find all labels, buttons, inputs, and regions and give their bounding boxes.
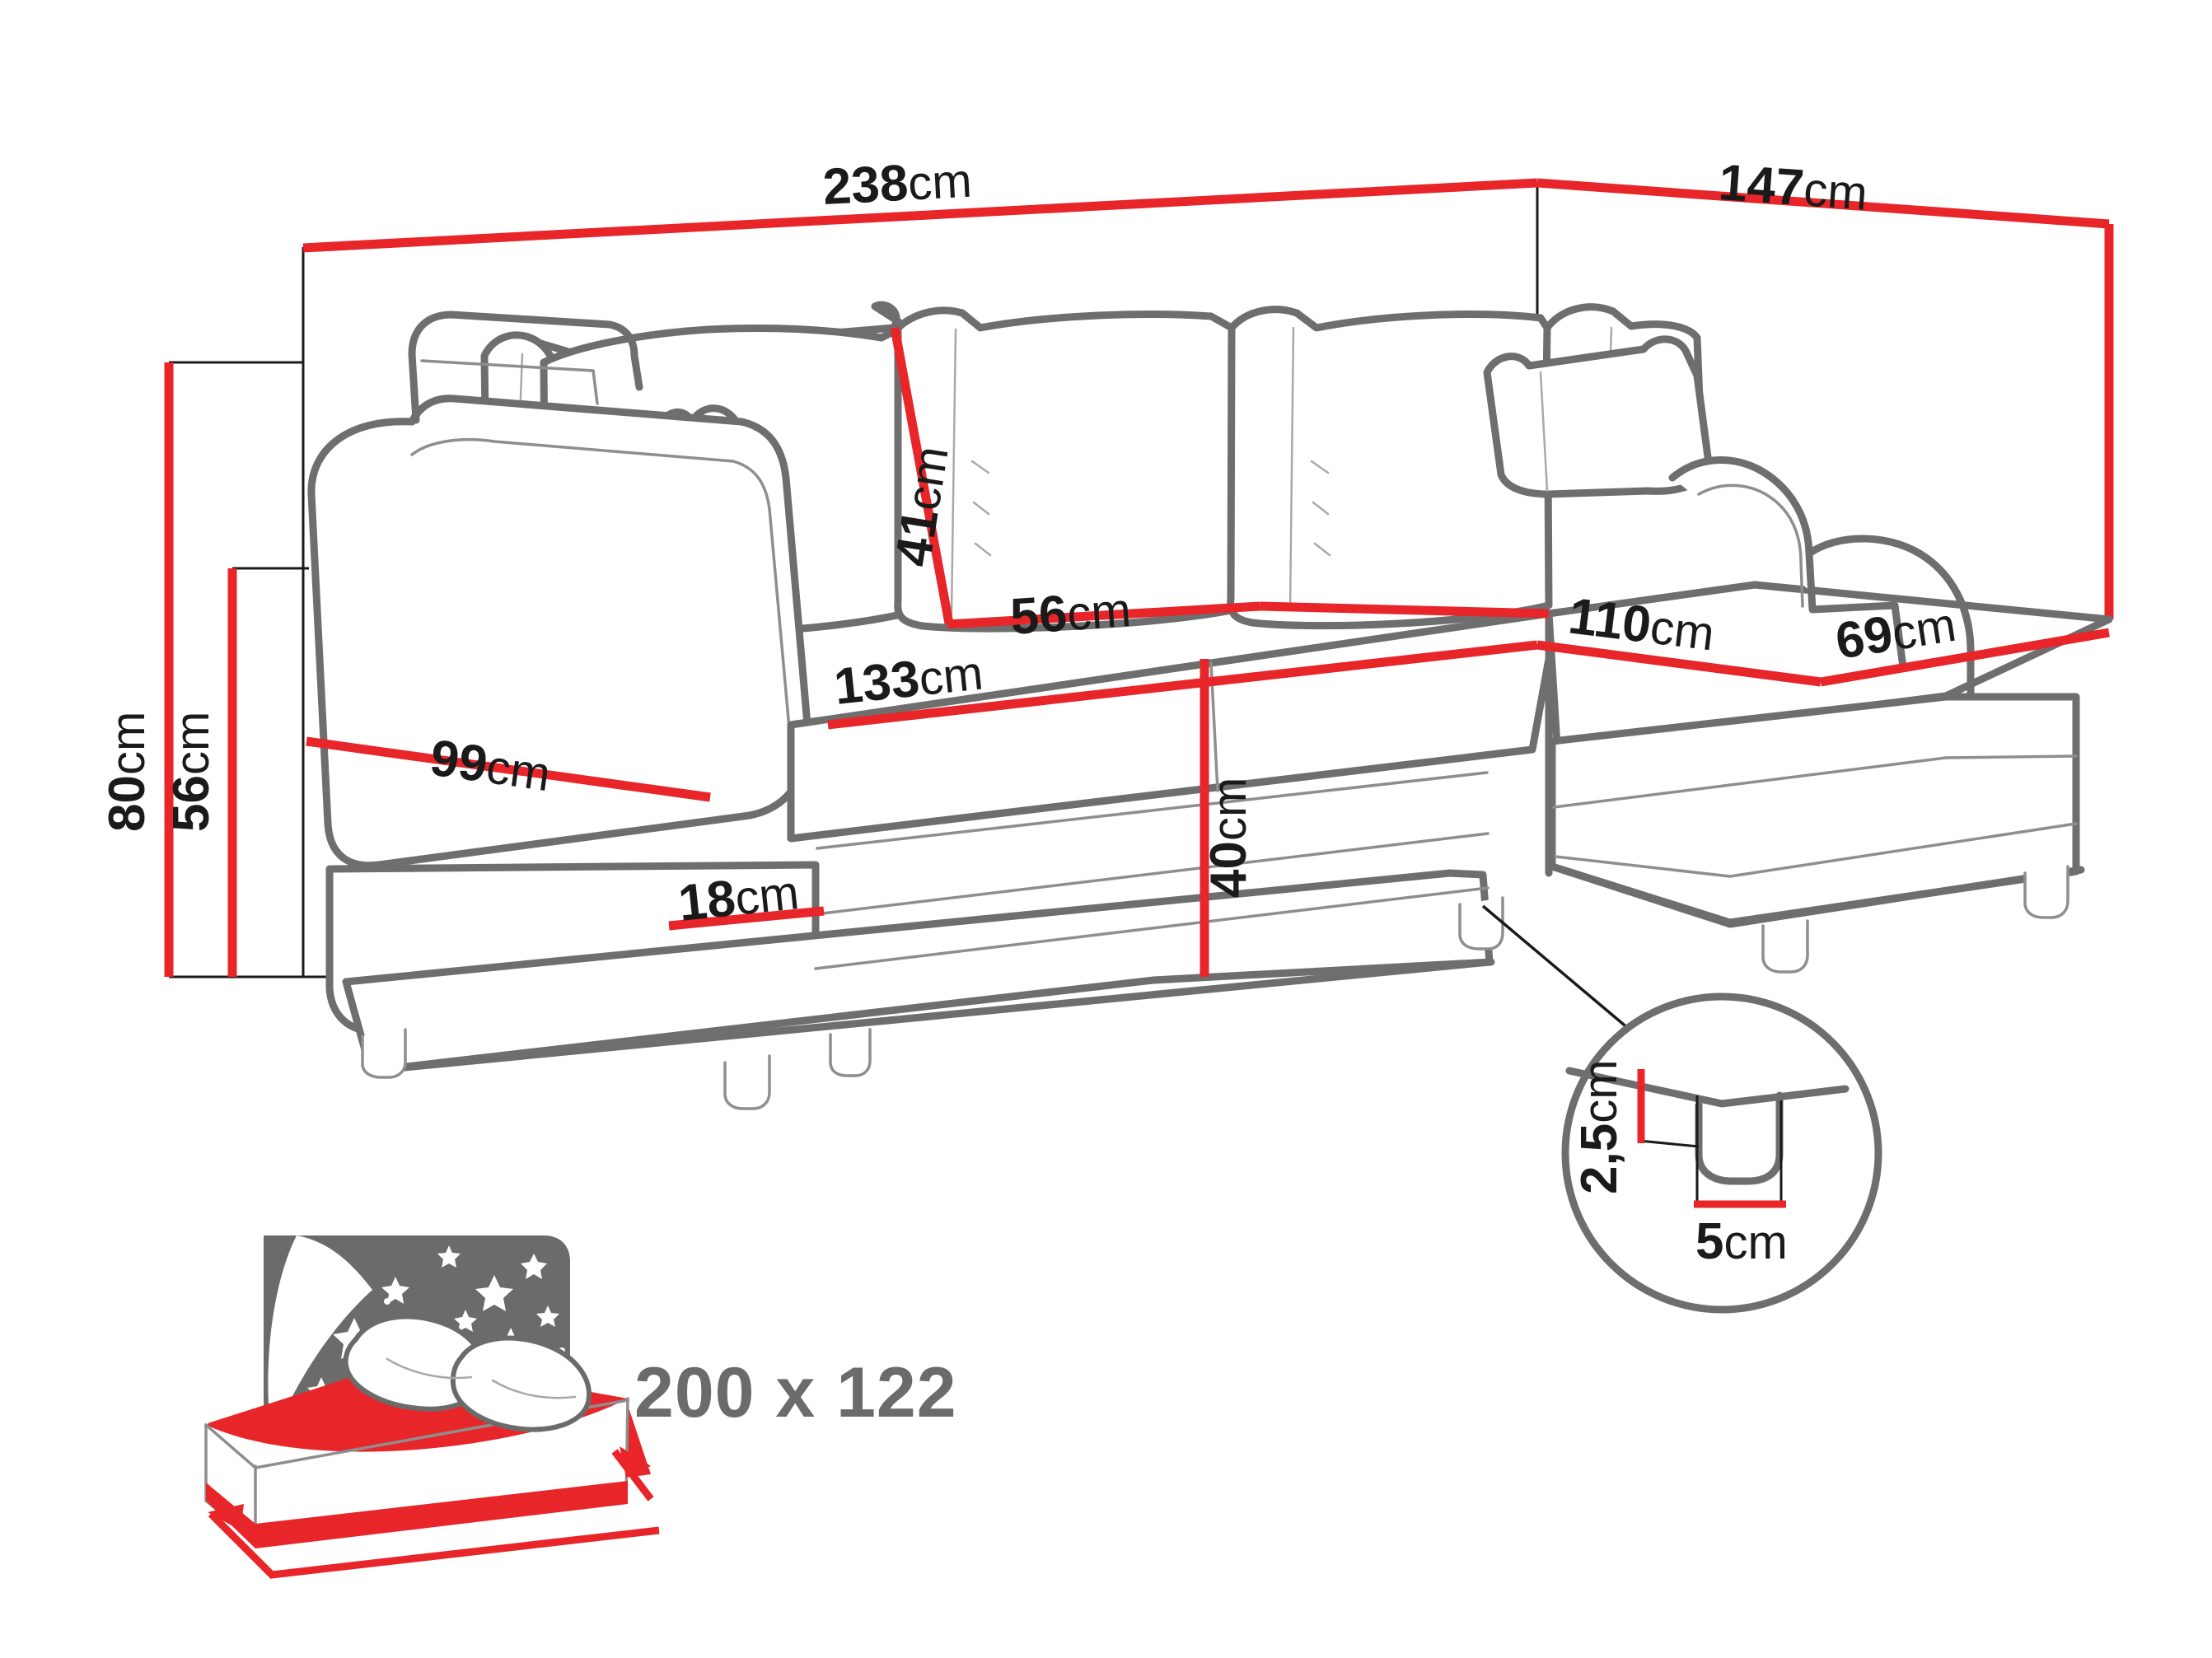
dimension-80cm-value: 80 xyxy=(99,775,156,832)
svg-text:238cm: 238cm xyxy=(821,152,973,216)
leg-detail-callout: 2,5cm 5cm xyxy=(1481,904,1882,1314)
moon-crescent xyxy=(268,1235,372,1443)
dimension-40cm-unit: cm xyxy=(1203,778,1256,841)
dimension-56cm-depth-unit: cm xyxy=(1065,583,1133,641)
svg-text:56cm: 56cm xyxy=(1008,581,1133,646)
dimension-69cm-value: 69 xyxy=(1831,605,1896,670)
dimension-label-110cm: 110cm xyxy=(1565,587,1717,661)
left-armrest xyxy=(307,311,811,870)
chaise-section xyxy=(1545,456,2113,928)
height-dimension-lines xyxy=(164,362,237,977)
dimension-99cm-value: 99 xyxy=(427,730,491,794)
dimension-56cm-height-unit: cm xyxy=(166,712,219,775)
dimension-56cm-depth-value: 56 xyxy=(1008,585,1069,646)
callout-leader-line xyxy=(1481,904,1641,1039)
svg-text:99cm: 99cm xyxy=(427,730,554,803)
svg-text:41cm: 41cm xyxy=(885,442,960,570)
dimension-18cm-line xyxy=(668,906,825,931)
callout-leg-body xyxy=(1695,1091,1784,1185)
dimension-99cm-unit: cm xyxy=(483,740,554,801)
dimension-label-238cm: 238cm xyxy=(821,152,973,216)
bed-arrowhead-right xyxy=(620,1446,651,1478)
svg-text:18cm: 18cm xyxy=(676,863,802,932)
dimension-147cm-value: 147 xyxy=(1717,154,1806,217)
dimension-label-56cm-height: 56cm xyxy=(163,712,220,832)
dimension-41cm-unit: cm xyxy=(896,442,958,514)
dimension-80cm-unit: cm xyxy=(101,712,155,775)
dimension-238cm-value: 238 xyxy=(821,155,910,216)
mattress-base-band xyxy=(206,1481,628,1548)
dimension-41cm-line xyxy=(890,327,954,624)
overall-footprint-outline xyxy=(302,178,2114,619)
dimension-2-5cm-unit: cm xyxy=(1574,1059,1627,1123)
bed-length-arrow xyxy=(208,1511,660,1579)
dimension-40cm-value: 40 xyxy=(1200,841,1257,898)
dimension-56cm-height-value: 56 xyxy=(163,775,220,832)
dimension-69cm-unit: cm xyxy=(1888,598,1960,661)
dimension-99cm-line xyxy=(306,736,711,802)
svg-text:147cm: 147cm xyxy=(1717,154,1869,221)
dimension-5cm-value: 5 xyxy=(1695,1213,1723,1270)
svg-text:69cm: 69cm xyxy=(1831,595,1959,670)
dimension-133cm-value: 133 xyxy=(831,650,922,715)
dimension-label-133cm: 133cm xyxy=(831,643,985,716)
dimension-18cm-value: 18 xyxy=(676,870,738,932)
pillow-front xyxy=(450,1335,592,1432)
dimension-label-5cm: 5cm xyxy=(1695,1213,1788,1270)
bed-arrowhead-left xyxy=(208,1504,244,1530)
dimension-5cm-unit: cm xyxy=(1723,1216,1787,1269)
dimension-2-5cm-value: 2,5 xyxy=(1571,1123,1628,1194)
bed-width-arrow xyxy=(611,1449,654,1502)
dimension-label-41cm: 41cm xyxy=(885,442,960,570)
svg-text:80cm: 80cm xyxy=(99,712,156,832)
dimension-110cm-unit: cm xyxy=(1648,600,1718,661)
dimension-56cm-line xyxy=(947,601,1550,629)
dimension-label-18cm: 18cm xyxy=(676,863,802,932)
dimension-label-56cm-depth: 56cm xyxy=(1008,581,1133,646)
dimension-41cm-value: 41 xyxy=(885,505,950,570)
dimension-label-99cm: 99cm xyxy=(427,730,554,803)
callout-leg-top-edge xyxy=(1565,1067,1850,1108)
dimension-110cm-69cm-lines xyxy=(1536,628,2110,687)
svg-text:133cm: 133cm xyxy=(831,643,985,716)
sleeping-area-icon: 200 x 122 xyxy=(204,1235,957,1579)
dimension-label-80cm: 80cm xyxy=(99,712,156,832)
svg-text:56cm: 56cm xyxy=(163,712,220,832)
sofa-legs xyxy=(361,865,2069,1110)
dimension-18cm-unit: cm xyxy=(732,866,802,926)
dimension-133cm-unit: cm xyxy=(916,646,985,706)
svg-text:40cm: 40cm xyxy=(1200,778,1257,898)
dimension-133cm-line xyxy=(827,640,1538,730)
dimension-label-69cm: 69cm xyxy=(1831,595,1959,670)
sleeping-area-label: 200 x 122 xyxy=(634,1353,957,1432)
dimension-label-40cm: 40cm xyxy=(1200,778,1257,898)
dimension-label-147cm: 147cm xyxy=(1717,154,1869,221)
svg-text:110cm: 110cm xyxy=(1565,587,1717,661)
dimension-label-2-5cm: 2,5cm xyxy=(1571,1059,1628,1194)
dimension-238cm-unit: cm xyxy=(907,154,974,211)
dimension-147cm-unit: cm xyxy=(1802,162,1869,220)
dimension-110cm-value: 110 xyxy=(1565,587,1654,654)
